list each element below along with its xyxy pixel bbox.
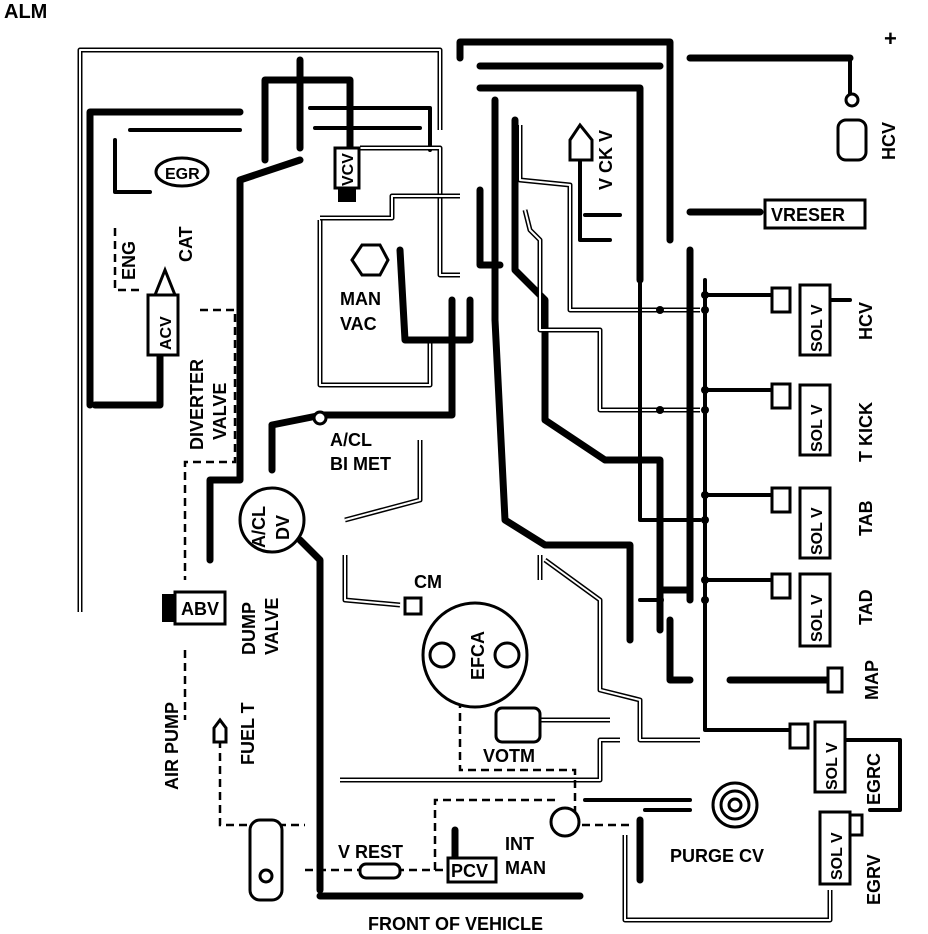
plus-mark: + xyxy=(884,26,897,51)
egr-label: EGR xyxy=(165,166,200,183)
vreser-component: VRESER xyxy=(763,198,867,230)
fuel-t-label: FUEL T xyxy=(238,702,258,765)
votm-label: VOTM xyxy=(483,746,535,766)
hose-junctions xyxy=(656,291,709,604)
pcv-label: PCV xyxy=(451,861,488,881)
solenoid-t-kick-label: SOL V xyxy=(809,404,826,452)
solenoid-t-kick: SOL V T KICK xyxy=(770,382,876,462)
acl-dv-label-1: A/CL xyxy=(249,506,269,548)
acv-label: ACV xyxy=(158,316,175,350)
fuel-tank-component: FUEL T xyxy=(212,702,258,765)
man-vac-component: MAN VAC xyxy=(340,243,390,334)
int-man-label-2: MAN xyxy=(505,858,546,878)
v-rest-component: V REST xyxy=(338,842,403,880)
acl-bimet-label-1: A/CL xyxy=(330,430,372,450)
votm-component: VOTM xyxy=(483,706,542,766)
solenoid-tab-function: TAB xyxy=(856,500,876,536)
cm-component: CM xyxy=(403,572,442,616)
acv-valve: ACV xyxy=(146,265,180,357)
int-man-label-1: INT xyxy=(505,834,534,854)
purge-cv-label: PURGE CV xyxy=(670,846,764,866)
vcv-valve: VCV xyxy=(333,146,361,202)
efca-carburetor: EFCA xyxy=(421,601,529,709)
solenoid-hcv: SOL V HCV xyxy=(770,283,876,357)
int-man-component: INT MAN xyxy=(505,806,581,878)
efca-label: EFCA xyxy=(468,631,488,680)
solenoid-egrc-label: SOL V xyxy=(824,742,841,790)
vacuum-hoses xyxy=(77,38,902,923)
pcv-valve: PCV xyxy=(446,856,498,884)
solenoid-tab-label: SOL V xyxy=(809,507,826,555)
solenoid-egrc-function: EGRC xyxy=(864,753,884,805)
vreser-label: VRESER xyxy=(771,205,845,225)
acl-dv-valve: A/CL DV xyxy=(238,486,306,554)
solenoid-egrv-function: EGRV xyxy=(864,854,884,905)
vcv-label: VCV xyxy=(340,153,357,186)
v-ck-v-label: V CK V xyxy=(596,130,616,190)
diverter-valve-label-1: DIVERTER xyxy=(187,359,207,450)
acl-dv-label-2: DV xyxy=(273,515,293,540)
solenoid-tad-function: TAD xyxy=(856,589,876,625)
man-vac-label-2: VAC xyxy=(340,314,377,334)
abv-label: ABV xyxy=(181,599,219,619)
v-ck-v-valve: V CK V xyxy=(568,122,616,190)
acl-bimet-component: A/CL BI MET xyxy=(312,410,391,474)
solenoid-t-kick-function: T KICK xyxy=(856,402,876,462)
solenoid-hcv-label: SOL V xyxy=(809,304,826,352)
v-rest-label: V REST xyxy=(338,842,403,862)
hcv-top-label: HCV xyxy=(879,122,899,160)
front-of-vehicle-label: FRONT OF VEHICLE xyxy=(368,914,543,934)
solenoid-egrc: SOL V EGRC xyxy=(788,720,884,805)
solenoid-egrv-label: SOL V xyxy=(829,832,846,880)
acl-bimet-label-2: BI MET xyxy=(330,454,391,474)
canister-component xyxy=(248,818,284,902)
dump-valve-label-1: DUMP xyxy=(239,602,259,655)
map-label: MAP xyxy=(862,660,882,700)
dump-valve-label-2: VALVE xyxy=(262,598,282,655)
eng-label: ENG xyxy=(119,241,139,280)
diverter-valve-label-2: VALVE xyxy=(210,383,230,440)
solenoid-tad-label: SOL V xyxy=(809,594,826,642)
abv-valve: ABV xyxy=(162,590,227,626)
cat-label: CAT xyxy=(176,226,196,262)
solenoid-tab: SOL V TAB xyxy=(770,486,876,560)
egr-valve: EGR xyxy=(154,156,210,188)
cm-label: CM xyxy=(414,572,442,592)
man-vac-label-1: MAN xyxy=(340,289,381,309)
air-pump-label: AIR PUMP xyxy=(162,702,182,790)
solenoid-tad: SOL V TAD xyxy=(770,572,876,648)
solenoid-egrv: SOL V EGRV xyxy=(818,810,884,905)
solenoid-hcv-function: HCV xyxy=(856,302,876,340)
map-sensor: MAP xyxy=(826,660,882,700)
purge-cv-valve: PURGE CV xyxy=(670,781,764,866)
hcv-top-component: HCV xyxy=(836,92,899,162)
diagram-code: ALM xyxy=(4,1,47,23)
